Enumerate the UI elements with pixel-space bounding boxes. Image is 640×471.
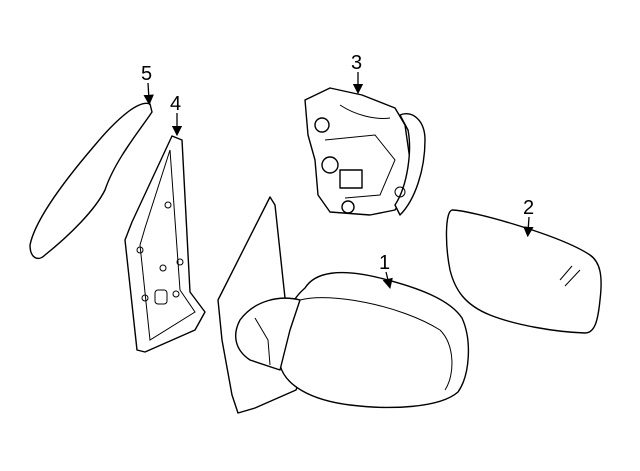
svg-text:2: 2 [523,197,534,219]
callout-4: 4 [170,93,183,137]
callout-5: 5 [141,63,154,106]
part-1-mirror-assembly [217,196,470,414]
callout-1: 1 [379,252,393,290]
svg-text:5: 5 [141,63,152,85]
part-5-seal [29,102,153,260]
svg-text:1: 1 [379,252,390,274]
part-2-glass [445,209,602,334]
callout-3: 3 [351,52,364,95]
part-4-cover [124,135,206,353]
callout-2: 2 [523,197,534,238]
svg-text:4: 4 [170,93,181,115]
part-3-motor [304,87,426,216]
svg-text:3: 3 [351,52,362,74]
